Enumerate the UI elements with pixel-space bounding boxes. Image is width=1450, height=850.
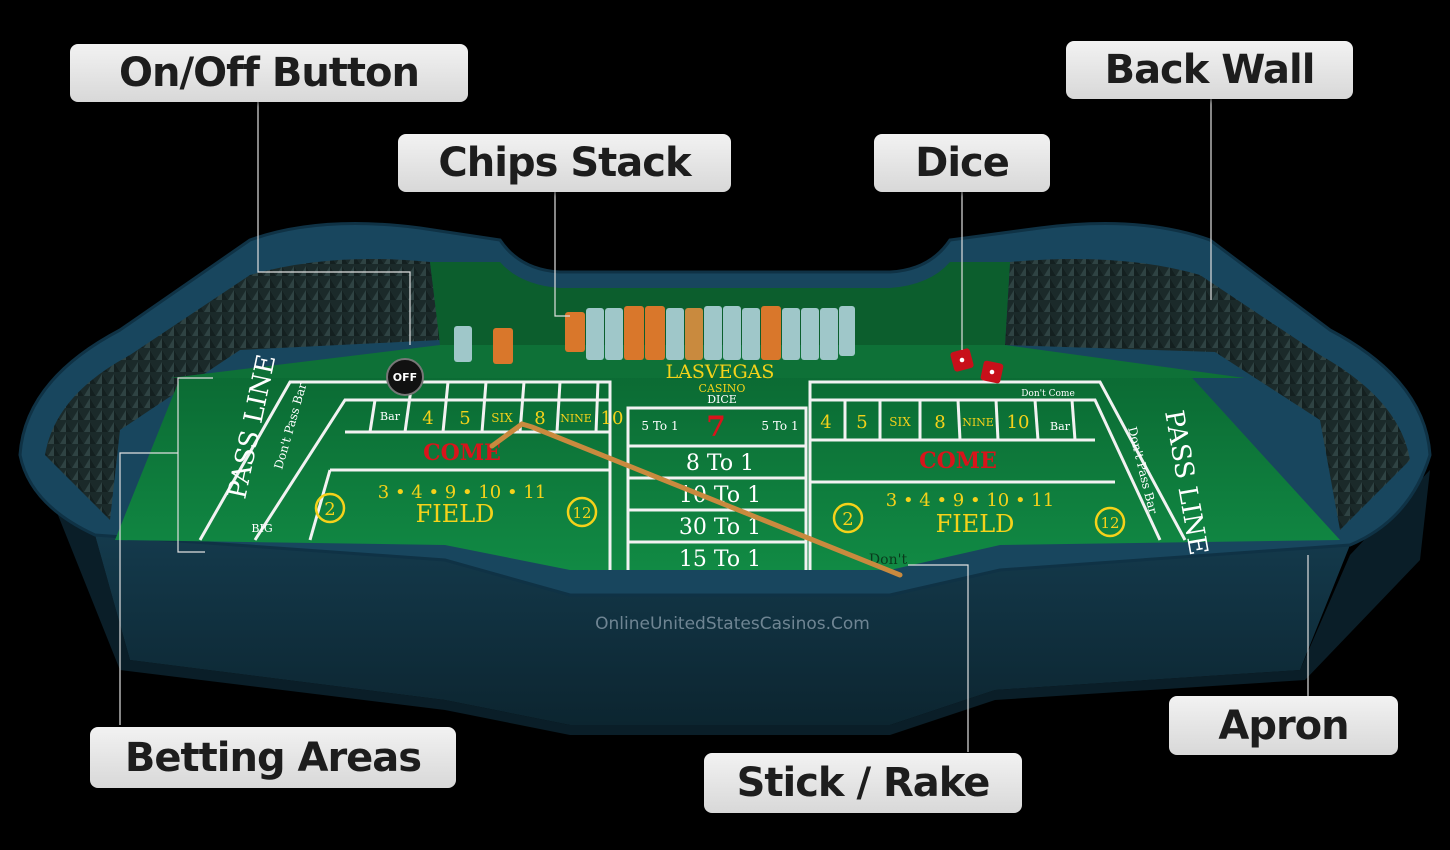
place-8-left: 8 <box>534 408 545 429</box>
field-twelve-left: 12 <box>572 504 591 522</box>
field-twelve-right: 12 <box>1100 514 1119 532</box>
callout-betting-areas: Betting Areas <box>90 727 456 788</box>
place-4-right: 4 <box>820 412 831 433</box>
prop-4: 15 To 1 <box>679 547 761 572</box>
prop-3: 30 To 1 <box>679 515 761 540</box>
callout-leaders <box>119 98 1309 752</box>
brand-line-2: CASINO <box>699 382 746 395</box>
place-nine-left: NINE <box>560 412 592 425</box>
brand-line-1: LASVEGAS <box>666 361 775 383</box>
field-left: FIELD <box>416 500 495 528</box>
field-numbers-left: 3 • 4 • 9 • 10 • 11 <box>378 482 546 503</box>
back-wall-right <box>1005 258 1410 530</box>
bar-left: Bar <box>380 410 401 423</box>
place-5-left: 5 <box>459 408 470 429</box>
chips-stack <box>454 306 855 364</box>
place-10-right: 10 <box>1007 412 1030 433</box>
place-nine-right: NINE <box>962 416 994 429</box>
come-right: COME <box>919 448 997 474</box>
callout-on-off-button: On/Off Button <box>70 44 468 102</box>
callout-stick-rake: Stick / Rake <box>704 753 1022 813</box>
puck-label: OFF <box>393 371 417 384</box>
field-right: FIELD <box>936 510 1015 538</box>
callout-dice: Dice <box>874 134 1050 192</box>
prop-1: 8 To 1 <box>686 451 754 476</box>
felt <box>115 370 1340 570</box>
back-wall-left <box>45 258 440 520</box>
place-5-right: 5 <box>856 412 867 433</box>
place-8-right: 8 <box>934 412 945 433</box>
brand-line-3: DICE <box>707 393 737 406</box>
watermark: OnlineUnitedStatesCasinos.Com <box>595 614 870 634</box>
come-left: COME <box>423 440 501 466</box>
callout-apron: Apron <box>1169 696 1398 755</box>
callout-chips-stack: Chips Stack <box>398 134 731 192</box>
field-two-left: 2 <box>324 499 335 520</box>
stick-rake <box>489 421 903 578</box>
five-to-one-right: 5 To 1 <box>761 419 798 433</box>
place-six-right: SIX <box>889 415 911 429</box>
place-six-left: SIX <box>491 411 513 425</box>
on-off-puck <box>386 358 424 396</box>
seven: 7 <box>706 410 725 443</box>
dont-come-right: Don't Come <box>1021 389 1075 399</box>
callout-back-wall: Back Wall <box>1066 41 1353 99</box>
field-numbers-right: 3 • 4 • 9 • 10 • 11 <box>886 490 1054 511</box>
bar-right: Bar <box>1050 420 1071 433</box>
field-two-right: 2 <box>842 509 853 530</box>
place-10-left: 10 <box>601 408 624 429</box>
place-4-left: 4 <box>422 408 433 429</box>
big-label: BIG <box>251 522 272 535</box>
five-to-one-left: 5 To 1 <box>641 419 678 433</box>
